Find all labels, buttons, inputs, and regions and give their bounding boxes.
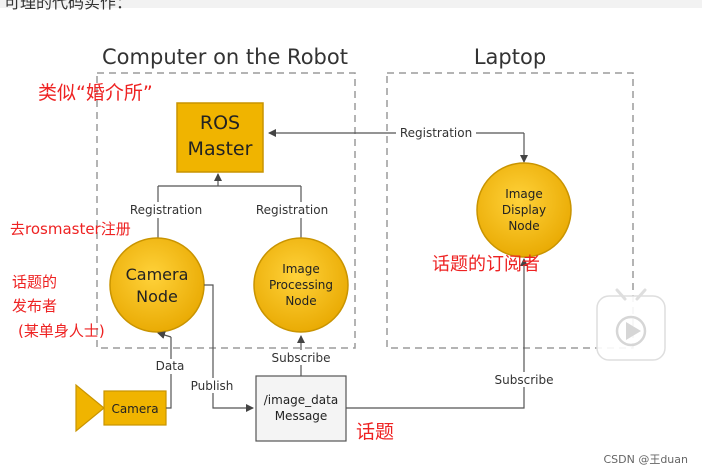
robot-group-title: Computer on the Robot bbox=[102, 45, 348, 69]
camera-node-label-line2: Node bbox=[136, 287, 178, 306]
edge-label-bg bbox=[124, 202, 206, 218]
topic-message-line2: Message bbox=[275, 409, 328, 423]
edge-label-bg bbox=[154, 359, 186, 374]
camera-node bbox=[109, 237, 205, 333]
image-processing-node bbox=[253, 237, 349, 333]
image-display-label-line1: Image bbox=[505, 187, 543, 201]
ros-master-label-line1: ROS bbox=[200, 112, 240, 134]
data-arrow bbox=[157, 331, 172, 339]
edge-label-bg bbox=[188, 378, 238, 393]
annotation-subscriber-note: 话题的订阅者 bbox=[432, 254, 540, 275]
camera-node-label-line1: Camera bbox=[126, 265, 189, 284]
ros-master-node bbox=[176, 102, 264, 173]
edge-label-registration-processing: Registration bbox=[256, 203, 328, 217]
edge-label-registration-camera: Registration bbox=[130, 203, 202, 217]
laptop-group-title: Laptop bbox=[474, 45, 546, 69]
annotation-publisher-line3: (某单身人士) bbox=[18, 322, 105, 340]
annotation-rosmaster-note: 去rosmaster注册 bbox=[10, 220, 131, 238]
play-icon[interactable] bbox=[596, 288, 666, 361]
edge-label-subscribe-processing: Subscribe bbox=[272, 351, 331, 365]
edge-label-bg bbox=[268, 350, 334, 365]
annotation-publisher-line1: 话题的 bbox=[12, 273, 57, 291]
robot-group-box bbox=[96, 72, 356, 349]
image-processing-label-line1: Image bbox=[282, 262, 320, 276]
edge-label-bg bbox=[396, 125, 476, 141]
publish-line bbox=[204, 284, 254, 412]
annotation-topic-note: 话题 bbox=[356, 421, 394, 443]
edge-label-publish: Publish bbox=[191, 379, 234, 393]
edge-label-registration-display: Registration bbox=[400, 126, 472, 140]
topic-message-line1: /image_data bbox=[264, 393, 338, 407]
subscribe-display-line bbox=[346, 258, 528, 409]
edge-label-subscribe-display: Subscribe bbox=[495, 373, 554, 387]
edge-label-bg bbox=[491, 372, 557, 387]
annotation-master-note: 类似“婚介所” bbox=[38, 82, 153, 104]
camera-device-icon bbox=[75, 383, 105, 433]
top-cut-strip: 可理的代码实作： bbox=[0, 0, 702, 12]
annotation-publisher-line2: 发布者 bbox=[12, 297, 57, 315]
image-display-label-line3: Node bbox=[508, 219, 539, 233]
laptop-group-box bbox=[386, 72, 634, 349]
image-processing-label-line3: Node bbox=[285, 294, 316, 308]
edge-label-bg bbox=[251, 202, 333, 218]
image-display-node bbox=[476, 162, 572, 258]
image-processing-label-line2: Processing bbox=[269, 278, 333, 292]
ros-master-label-line2: Master bbox=[188, 138, 253, 160]
watermark-text: CSDN @王duan bbox=[603, 453, 688, 466]
camera-device bbox=[103, 390, 167, 426]
image-display-label-line2: Display bbox=[502, 203, 546, 217]
edge-label-data: Data bbox=[156, 359, 185, 373]
camera-device-label: Camera bbox=[111, 402, 158, 416]
cut-off-heading: 可理的代码实作： bbox=[4, 0, 133, 12]
